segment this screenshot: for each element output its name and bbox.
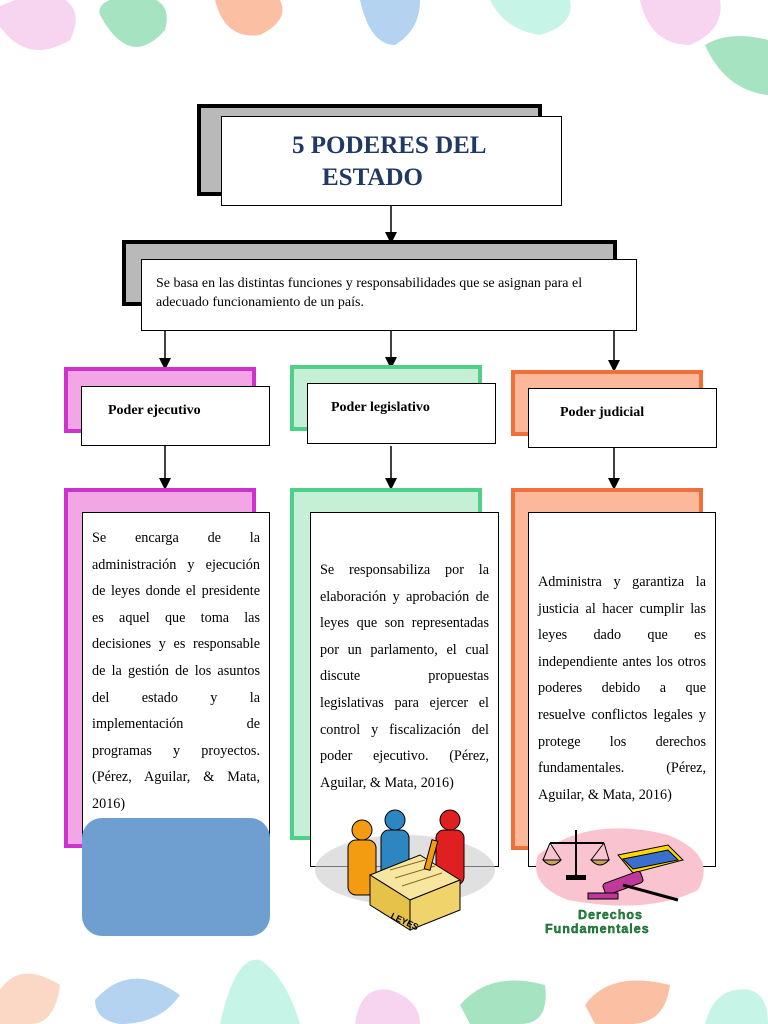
ejecutivo-text-box: Se encarga de la administración y ejecuc…: [82, 512, 270, 847]
legislativo-heading: Poder legislativo: [331, 400, 430, 415]
blob-bottom-4: [355, 989, 420, 1024]
book-icon: [617, 844, 684, 874]
definition-box: Se basa en las distintas funciones y res…: [141, 259, 637, 331]
legislativo-text-box: Se responsabiliza por la elaboración y a…: [310, 512, 499, 867]
blob-top-2: [99, 0, 167, 47]
blob-top-5: [490, 0, 571, 35]
legislativo-description: Se responsabiliza por la elaboración y a…: [320, 562, 489, 791]
judicial-heading-box: Poder judicial: [528, 388, 717, 448]
gavel-icon: [587, 870, 679, 902]
definition-text: Se basa en las distintas funciones y res…: [156, 276, 583, 310]
law-book-icon: LEYES: [368, 839, 462, 932]
blob-bottom-5: [460, 980, 546, 1024]
ejecutivo-description: Se encarga de la administración y ejecuc…: [92, 530, 260, 812]
derechos-label-1: Derechos: [578, 908, 643, 922]
blob-top-4: [360, 0, 420, 45]
ejecutivo-heading-box: Poder ejecutivo: [81, 386, 270, 446]
title-box: 5 PODERES DEL ESTADO: [221, 116, 562, 206]
blob-bottom-2: [95, 978, 180, 1024]
blob-top-1: [0, 0, 76, 50]
judicial-heading: Poder judicial: [560, 405, 645, 420]
blob-bottom-3: [220, 959, 300, 1024]
leyes-clipart: LEYES: [315, 809, 495, 932]
blob-top-6: [640, 0, 721, 45]
blob-bottom-1: [0, 973, 60, 1024]
title-line-1: 5 PODERES DEL: [292, 132, 487, 159]
ejecutivo-heading: Poder ejecutivo: [108, 403, 201, 418]
clipart-blob: [536, 828, 704, 906]
scales-icon: [541, 830, 611, 880]
blob-top-7: [705, 36, 768, 95]
blob-bottom-6: [585, 980, 670, 1024]
blob-top-3: [215, 0, 283, 36]
judicial-description: Administra y garantiza la justicia al ha…: [538, 574, 706, 803]
blob-bottom-7: [705, 989, 768, 1024]
title-line-2: ESTADO: [322, 164, 423, 191]
derechos-clipart: Derechos Fundamentales: [536, 828, 704, 936]
derechos-label-2: Fundamentales: [545, 922, 650, 936]
judicial-text-box: Administra y garantiza la justicia al ha…: [528, 512, 716, 867]
blue-panel: [82, 818, 270, 936]
legislativo-heading-box: Poder legislativo: [307, 383, 496, 444]
